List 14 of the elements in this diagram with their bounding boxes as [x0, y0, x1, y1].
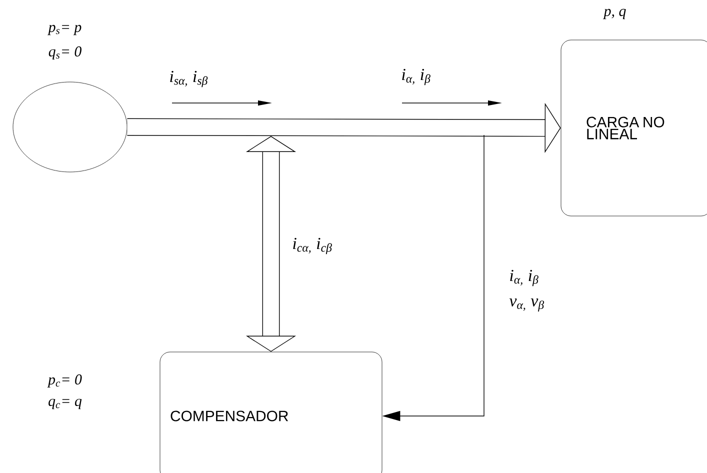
- current-label: i$_{α,}$ i$_{β}$: [402, 68, 430, 86]
- source-ellipse: [12, 82, 128, 172]
- current-label: i$_{α,}$ i$_{β}$: [510, 270, 538, 286]
- current-label: v$_{α,}$ v$_{β}$: [509, 298, 544, 312]
- edge-label: i$_{cα,}$ i$_{cβ}$: [293, 238, 332, 254]
- power-label: q$_{c}$= q: [48, 398, 82, 410]
- power-label: q$_{s}$= 0: [48, 46, 82, 60]
- power-label: p$_{s}$= p: [47, 24, 82, 36]
- hollow-arrow: [246, 136, 296, 352]
- power-label: p$_{c}$= 0: [47, 374, 82, 388]
- load-box: CARGA NO LINEAL: [560, 40, 707, 216]
- current-label: i$_{sα,}$ i$_{sβ}$: [170, 70, 208, 88]
- compensator-box: COMPENSADOR: [160, 352, 382, 473]
- power-label: p, q: [602, 8, 626, 20]
